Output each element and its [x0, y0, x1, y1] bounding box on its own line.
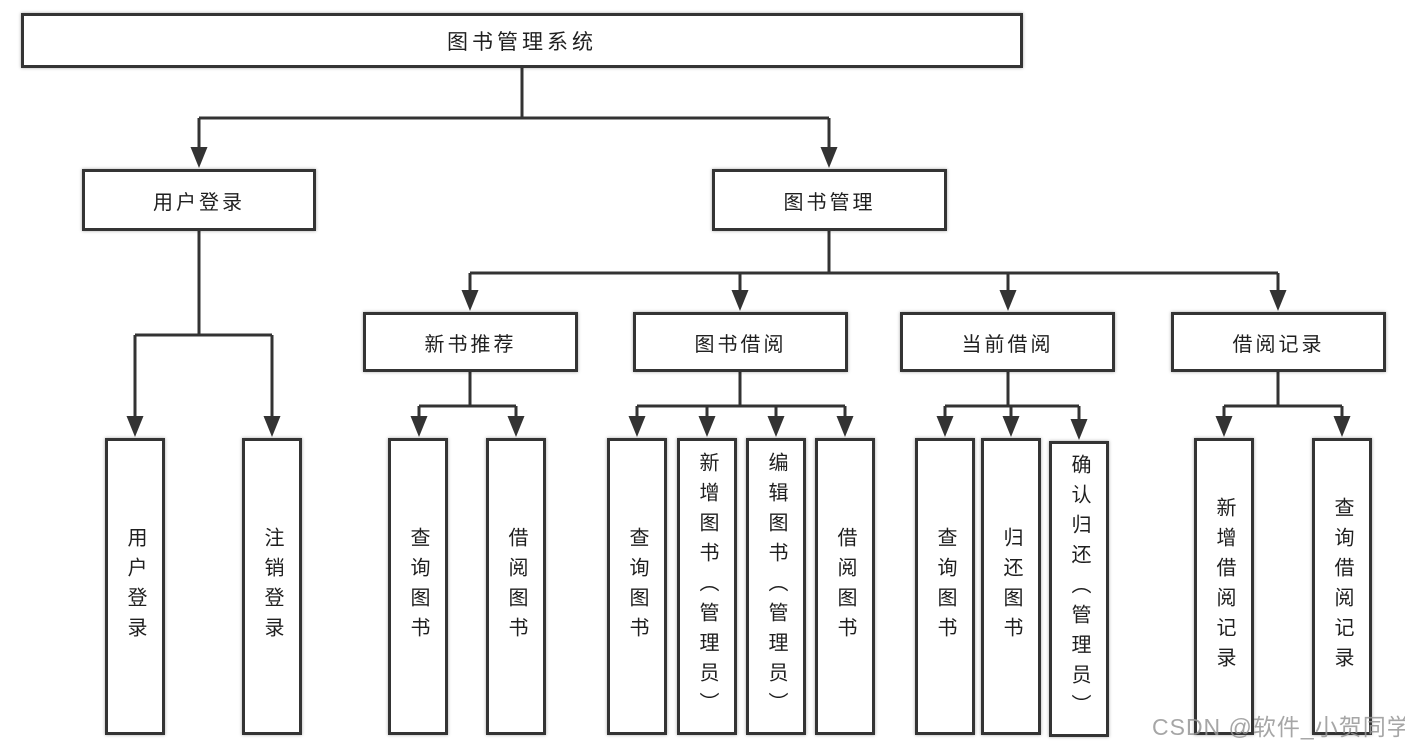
leaf-bb-borrow-books: 借阅图书 — [815, 438, 875, 735]
leaf-logout: 注销登录 — [242, 438, 302, 735]
leaf-br-query-record-label: 查询借阅记录 — [1331, 496, 1353, 677]
node-root-label: 图书管理系统 — [447, 30, 597, 54]
node-borrowing-records-label: 借阅记录 — [1232, 333, 1325, 356]
leaf-logout-label: 注销登录 — [261, 526, 283, 647]
leaf-bb-edit-books-admin: 编辑图书（管理员） — [746, 438, 806, 735]
leaf-bb-query-books-label: 查询图书 — [626, 526, 648, 647]
leaf-nb-borrow-books-label: 借阅图书 — [505, 526, 527, 647]
node-current-borrowing: 当前借阅 — [900, 312, 1115, 372]
leaf-cb-query-books-label: 查询图书 — [934, 526, 956, 647]
leaf-cb-confirm-return-admin: 确认归还（管理员） — [1049, 441, 1109, 737]
node-book-borrowing: 图书借阅 — [633, 312, 848, 372]
leaf-nb-borrow-books: 借阅图书 — [486, 438, 546, 735]
node-borrowing-records: 借阅记录 — [1171, 312, 1386, 372]
leaf-nb-query-books-label: 查询图书 — [407, 526, 429, 647]
leaf-br-add-record: 新增借阅记录 — [1194, 438, 1254, 735]
leaf-nb-query-books: 查询图书 — [388, 438, 448, 735]
node-user-login: 用户登录 — [82, 169, 316, 231]
leaf-br-query-record: 查询借阅记录 — [1312, 438, 1372, 735]
leaf-br-add-record-label: 新增借阅记录 — [1213, 496, 1235, 677]
leaf-bb-edit-books-admin-label: 编辑图书（管理员） — [765, 451, 787, 722]
node-book-borrowing-label: 图书借阅 — [694, 333, 787, 356]
leaf-user-login-label: 用户登录 — [124, 526, 146, 647]
leaf-bb-query-books: 查询图书 — [607, 438, 667, 735]
leaf-cb-return-books-label: 归还图书 — [1000, 526, 1022, 647]
node-root: 图书管理系统 — [21, 13, 1023, 68]
node-book-management-label: 图书管理 — [783, 191, 876, 214]
node-user-login-label: 用户登录 — [153, 191, 245, 214]
node-current-borrowing-label: 当前借阅 — [961, 333, 1054, 356]
node-new-book-recommend: 新书推荐 — [363, 312, 578, 372]
csdn-watermark: CSDN @软件_小贺同学 — [1152, 714, 1405, 740]
node-new-book-recommend-label: 新书推荐 — [424, 333, 517, 356]
leaf-cb-query-books: 查询图书 — [915, 438, 975, 735]
leaf-cb-return-books: 归还图书 — [981, 438, 1041, 735]
leaf-cb-confirm-return-admin-label: 确认归还（管理员） — [1068, 454, 1090, 724]
leaf-user-login: 用户登录 — [105, 438, 165, 735]
leaf-bb-add-books-admin-label: 新增图书（管理员） — [696, 451, 718, 722]
node-book-management: 图书管理 — [712, 169, 947, 231]
leaf-bb-borrow-books-label: 借阅图书 — [834, 526, 856, 647]
leaf-bb-add-books-admin: 新增图书（管理员） — [677, 438, 737, 735]
